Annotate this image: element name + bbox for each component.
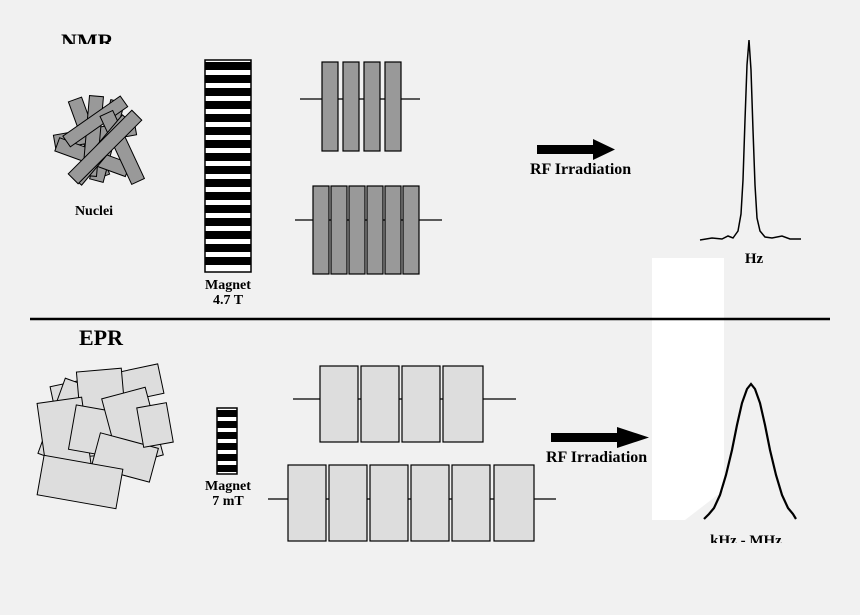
magnet-stripe (205, 218, 251, 226)
magnet-stripe (205, 153, 251, 161)
magnet-stripe (217, 421, 237, 428)
epr-energy-level-upper (293, 365, 516, 443)
magnet-stripe (205, 114, 251, 122)
magnet-stripe (205, 127, 251, 135)
magnet-stripe (205, 179, 251, 187)
nmr-spectrum-unit: Hz (744, 251, 764, 267)
magnet-stripe (205, 192, 251, 200)
white-patch (652, 258, 724, 520)
nmr-rf-label: RF Irradiation (530, 161, 632, 178)
magnet-stripe (217, 443, 237, 450)
nmr-magnet-name: Magnet (205, 278, 251, 293)
epr-energy-level-lower (268, 464, 556, 542)
nmr-rf-arrow (537, 139, 615, 160)
nuclei-cluster (52, 95, 146, 186)
magnet-stripe (217, 465, 237, 472)
epr-spectrum-unit: kHz - MHz (710, 534, 782, 543)
magnet-stripe (205, 244, 251, 252)
magnet-stripe (205, 75, 251, 83)
epr-magnet-label: Magnet 7 mT (205, 479, 251, 509)
nmr-heading: NMR (61, 30, 114, 44)
magnet-stripe (205, 62, 251, 70)
epr-magnet-name: Magnet (205, 479, 251, 494)
nmr-magnet (204, 59, 252, 273)
nmr-spectrum-peak (699, 39, 801, 241)
epr-spectrum-peak (703, 382, 797, 520)
magnet-stripe (205, 166, 251, 174)
magnet-stripe (205, 257, 251, 265)
magnet-stripe (217, 410, 237, 417)
epr-rf-arrow (551, 427, 649, 448)
nmr-energy-level-lower (295, 185, 442, 275)
epr-magnet-field: 7 mT (212, 493, 244, 509)
crop-band (0, 543, 860, 615)
magnet-stripe (205, 101, 251, 109)
magnet-stripe (217, 432, 237, 439)
magnet-stripe (205, 140, 251, 148)
nmr-energy-level-upper (300, 61, 420, 152)
epr-magnet (216, 407, 238, 475)
electron-cluster (36, 363, 174, 510)
epr-rf-label: RF Irradiation (546, 449, 648, 466)
magnet-stripe (205, 231, 251, 239)
epr-heading: EPR (79, 325, 123, 350)
nuclei-label: Nuclei (74, 204, 114, 219)
magnet-stripe (205, 88, 251, 96)
magnet-stripe (205, 205, 251, 213)
nmr-magnet-field: 4.7 T (212, 292, 244, 308)
nmr-magnet-label: Magnet 4.7 T (205, 278, 251, 308)
magnet-stripe (217, 454, 237, 461)
